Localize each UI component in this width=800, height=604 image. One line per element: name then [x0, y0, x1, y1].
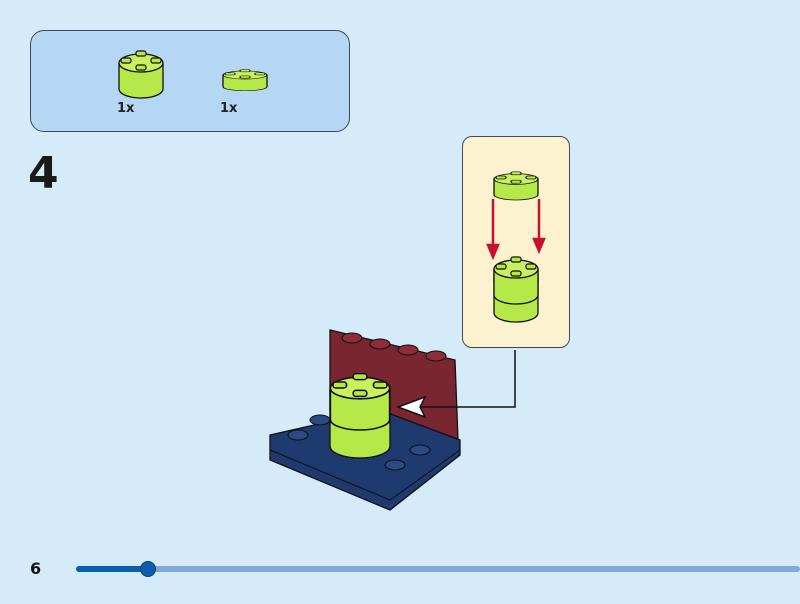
- progress-fill: [76, 566, 149, 572]
- sub-assembly-callout: [462, 136, 570, 348]
- insert-arrow-icon: [395, 395, 427, 419]
- part-quantity: 1x: [220, 101, 238, 116]
- step-number: 4: [28, 148, 59, 199]
- progress-bar: [76, 561, 800, 577]
- sub-assembly-illustration: [486, 171, 546, 323]
- parts-list-panel: 1x 1x: [30, 30, 350, 132]
- progress-knob[interactable]: [140, 561, 157, 577]
- round-brick-2x2-part: [118, 50, 164, 99]
- main-model-illustration: [269, 329, 516, 511]
- down-arrows-icon: [486, 199, 546, 261]
- part-quantity: 1x: [117, 101, 135, 116]
- page-number: 6: [30, 559, 42, 578]
- round-plate-2x2-part: [222, 68, 268, 92]
